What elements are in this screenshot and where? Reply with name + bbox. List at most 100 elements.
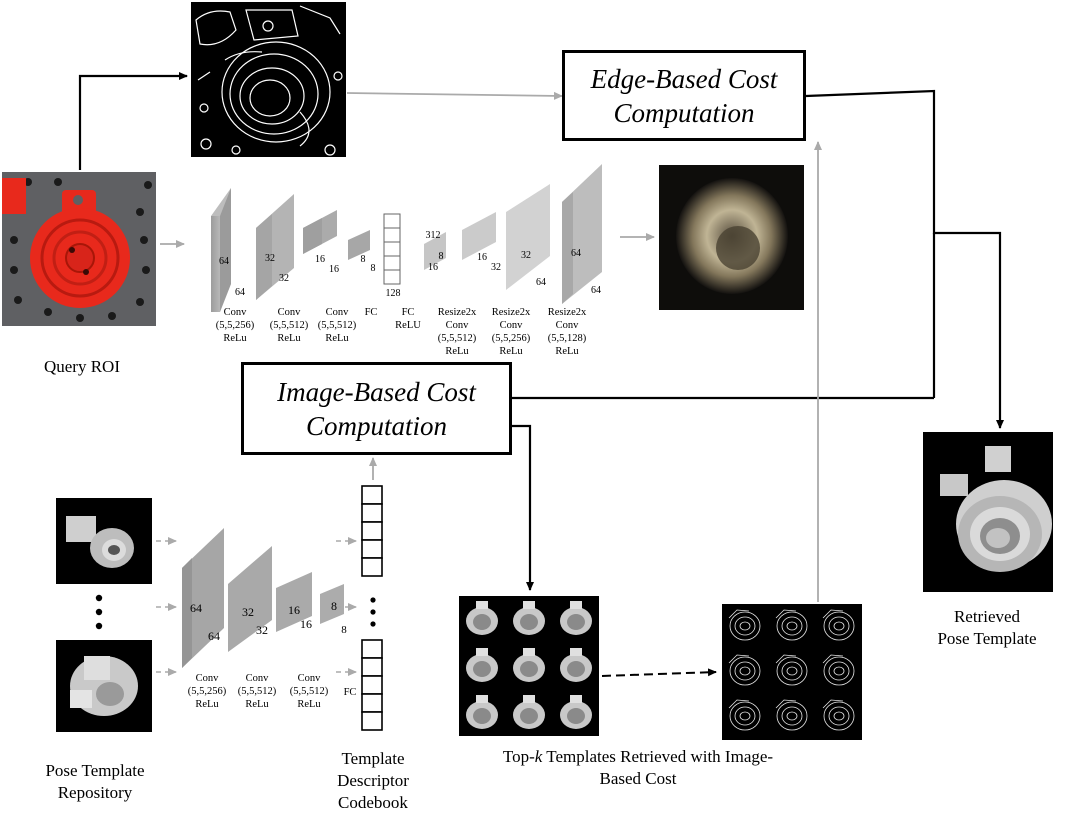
- topk-label-line1: Top-k Templates Retrieved with Image-: [458, 746, 818, 768]
- top-layer-3-l3: ReLu: [325, 333, 349, 344]
- top-dim-14: 32: [491, 262, 501, 273]
- top-layer-label-3: Conv (5,5,512) ReLu: [310, 306, 364, 345]
- edge-thumbnail: [822, 699, 855, 731]
- query-roi-image: [2, 172, 156, 326]
- top-dim-7: 8: [360, 254, 366, 265]
- top-layer-1-l3: ReLu: [223, 333, 247, 344]
- topk-thumbnail: [513, 695, 545, 729]
- retrieved-pose-image: [923, 432, 1053, 592]
- bottom-layer-3-l3: ReLu: [297, 699, 321, 710]
- edge-thumbnail: [775, 609, 808, 641]
- repository-label-line1: Pose Template: [45, 761, 145, 780]
- top-layer-8-l1: Resize2x: [547, 307, 587, 318]
- topk-post: Templates Retrieved with Image-: [542, 747, 774, 766]
- top-dim-12: 16: [428, 262, 438, 273]
- image-cost-line1: Image-Based Cost: [277, 376, 476, 407]
- bottom-dim-1: 64: [190, 601, 202, 615]
- top-dim-5: 16: [315, 254, 325, 265]
- codebook-label-line3: Codebook: [338, 793, 408, 812]
- top-layer-5-l2: ReLU: [395, 320, 421, 331]
- codebook-label-line2: Descriptor: [337, 771, 409, 790]
- edge-thumbnail: [728, 699, 761, 731]
- bottom-layer-label-3: Conv (5,5,512) ReLu: [282, 672, 336, 711]
- top-layer-6-l4: ReLu: [445, 346, 469, 357]
- top-dim-1: 64: [219, 256, 229, 267]
- bottom-dim-8: 8: [341, 624, 347, 636]
- image-cost-line2: Computation: [305, 410, 447, 441]
- retrieved-label-line1: Retrieved: [953, 607, 1021, 626]
- top-layer-2-l2: (5,5,512): [269, 320, 309, 331]
- edge-thumbnail: [822, 609, 855, 641]
- top-dim-11: 8: [438, 251, 444, 262]
- top-layer-label-1: Conv (5,5,256) ReLu: [208, 306, 262, 345]
- top-layer-7-l2: Conv: [499, 320, 523, 331]
- edge-cost-box: Edge-Based Cost Computation: [562, 50, 806, 141]
- topk-thumbnail: [560, 695, 592, 729]
- bottom-layer-1-l2: (5,5,256): [187, 686, 227, 697]
- top-layer-3-l1: Conv: [325, 307, 349, 318]
- topk-grid-image: [459, 596, 599, 736]
- top-dim-10: 312: [425, 230, 441, 241]
- codebook-label: Template Descriptor Codebook: [320, 748, 426, 814]
- bottom-layer-3-l1: Conv: [297, 673, 321, 684]
- bottom-dim-3: 32: [242, 605, 254, 619]
- bottom-dim-6: 16: [300, 617, 312, 631]
- retrieved-label-line2: Pose Template: [937, 629, 1037, 648]
- codebook-top-column: [361, 485, 383, 577]
- topk-k: k: [534, 747, 543, 766]
- top-dim-16: 64: [536, 277, 546, 288]
- repository-label-line2: Repository: [57, 783, 133, 802]
- top-dim-15: 32: [521, 250, 531, 261]
- arrow-query-to-edge: [78, 72, 188, 170]
- bottom-layer-label-4: FC: [338, 686, 362, 699]
- reconstruction-image: [659, 165, 804, 310]
- edge-cost-line1: Edge-Based Cost: [590, 63, 778, 94]
- top-layer-8-l3: (5,5,128): [547, 333, 587, 344]
- codebook-label-line1: Template: [341, 749, 405, 768]
- edge-thumbnail: [775, 654, 808, 686]
- topk-thumbnail: [466, 648, 498, 682]
- bottom-dim-7: 8: [331, 599, 337, 613]
- repository-arrows: [156, 537, 357, 676]
- bottom-layer-label-1: Conv (5,5,256) ReLu: [180, 672, 234, 711]
- top-layer-2-l1: Conv: [277, 307, 301, 318]
- top-layer-5-l1: FC: [401, 307, 415, 318]
- top-dim-4: 32: [279, 273, 289, 284]
- top-layer-6-l3: (5,5,512): [437, 333, 477, 344]
- top-layer-label-4: FC: [358, 306, 384, 319]
- topk-label: Top-k Templates Retrieved with Image- Ba…: [458, 746, 818, 790]
- top-layer-6-l1: Resize2x: [437, 307, 477, 318]
- top-layer-label-2: Conv (5,5,512) ReLu: [262, 306, 316, 345]
- bottom-layer-4-l1: FC: [343, 687, 357, 698]
- edge-thumbnail: [822, 654, 855, 686]
- edge-thumbnail: [728, 654, 761, 686]
- repository-label: Pose Template Repository: [20, 760, 170, 804]
- top-dim-2: 64: [235, 287, 245, 298]
- arrow-edge-to-edgecost: [346, 91, 563, 100]
- top-layer-label-6: Resize2x Conv (5,5,512) ReLu: [430, 306, 484, 358]
- codebook-dots: [370, 597, 376, 627]
- bottom-layer-2-l1: Conv: [245, 673, 269, 684]
- bottom-encoder: [182, 528, 344, 668]
- topk-thumbnail: [466, 601, 498, 635]
- retrieved-label: Retrieved Pose Template: [912, 606, 1062, 650]
- top-layer-1-l1: Conv: [223, 307, 247, 318]
- top-layer-8-l4: ReLu: [555, 346, 579, 357]
- arrow-imagecost-to-topk: [512, 424, 534, 591]
- topk-pre: Top-: [502, 747, 535, 766]
- top-layer-label-5: FC ReLU: [388, 306, 428, 332]
- edge-thumbnail: [728, 609, 761, 641]
- topk-thumbnail: [560, 648, 592, 682]
- top-layer-8-l2: Conv: [555, 320, 579, 331]
- top-layer-label-8: Resize2x Conv (5,5,128) ReLu: [540, 306, 594, 358]
- bottom-dim-5: 16: [288, 603, 300, 617]
- top-dim-3: 32: [265, 253, 275, 264]
- topk-label-line2: Based Cost: [599, 769, 677, 788]
- arrow-edgecost-to-retrieved: [805, 89, 1004, 429]
- repository-template-top: [56, 498, 152, 584]
- arrow-topk-to-edgegrid: [601, 668, 717, 677]
- top-dim-17: 64: [571, 248, 581, 259]
- top-layer-3-l2: (5,5,512): [317, 320, 357, 331]
- top-layer-7-l1: Resize2x: [491, 307, 531, 318]
- bottom-layer-1-l1: Conv: [195, 673, 219, 684]
